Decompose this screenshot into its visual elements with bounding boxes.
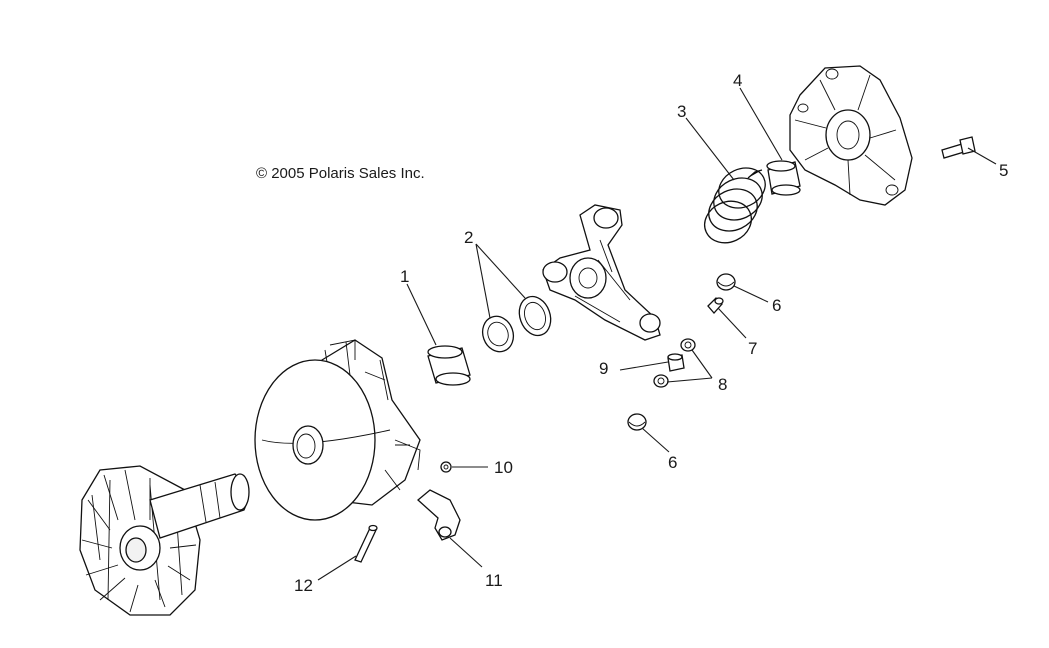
callout-6-lower: 6: [668, 453, 677, 472]
pin-part-7: [707, 297, 724, 314]
callout-9: 9: [599, 359, 608, 378]
spider-assembly: [542, 204, 661, 341]
clutch-cover: [789, 65, 913, 206]
copyright-notice: © 2005 Polaris Sales Inc.: [256, 165, 425, 182]
arm-part-11: [417, 489, 461, 541]
washers-part-8: [653, 338, 696, 388]
callout-4: 4: [733, 71, 742, 90]
callout-8: 8: [718, 375, 727, 394]
bushing-part-1: [427, 345, 471, 386]
moveable-sheave: [254, 339, 421, 521]
spring-part-3: [704, 167, 766, 244]
bolt-part-5: [941, 136, 976, 159]
bushing-part-4: [766, 160, 801, 196]
callout-5: 5: [999, 161, 1008, 180]
callout-11: 11: [485, 571, 503, 590]
roller-part-9: [667, 353, 685, 372]
callout-7: 7: [748, 339, 757, 358]
leader-lines: [317, 87, 997, 581]
weight-part-6-upper: [716, 273, 736, 291]
weight-part-6-lower: [627, 413, 647, 431]
callout-3: 3: [677, 102, 686, 121]
callout-6-upper: 6: [772, 296, 781, 315]
callout-10: 10: [494, 458, 513, 477]
nut-part-10: [440, 461, 452, 473]
pin-part-12: [354, 524, 378, 563]
fixed-sheave-fan: [79, 465, 250, 616]
callout-12: 12: [294, 576, 313, 595]
washers-part-2: [481, 295, 552, 353]
callout-1: 1: [400, 267, 409, 286]
callout-2: 2: [464, 228, 473, 247]
